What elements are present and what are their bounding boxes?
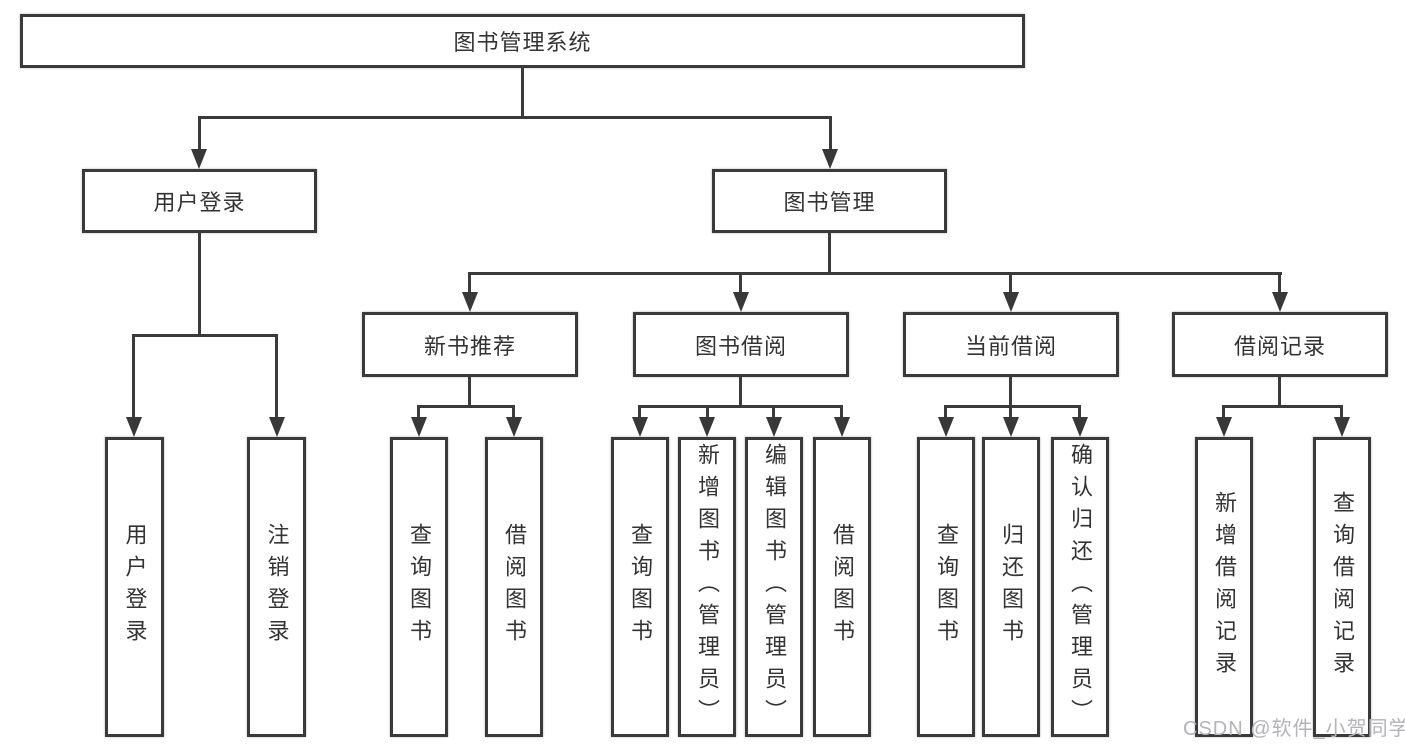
arrow-down-icon: [126, 417, 142, 437]
arrow-down-icon: [1003, 417, 1019, 437]
node-borrowing-records: 借阅记录: [1172, 312, 1388, 377]
leaf-return-books: 归还图书: [982, 437, 1040, 737]
connector-line: [944, 405, 1081, 408]
node-user-login: 用户登录: [82, 169, 317, 233]
connector-line: [275, 334, 278, 418]
connector-line: [829, 116, 832, 149]
connector-line: [828, 233, 831, 274]
connector-line: [468, 272, 471, 294]
connector-line: [468, 377, 471, 407]
connector-line: [1009, 272, 1012, 294]
connector-line: [638, 405, 843, 408]
arrow-down-icon: [632, 417, 648, 437]
leaf-query-books-current: 查询图书: [917, 437, 975, 737]
connector-line: [198, 116, 832, 119]
connector-line: [739, 377, 742, 407]
leaf-borrow-books-recommendation: 借阅图书: [485, 437, 543, 737]
leaf-confirm-return-admin: 确认归还（管理员）: [1051, 437, 1109, 737]
connector-line: [1009, 405, 1012, 419]
connector-line: [739, 272, 742, 294]
node-new-book-recommendation: 新书推荐: [362, 312, 578, 377]
node-book-borrowing: 图书借阅: [633, 312, 849, 377]
arrow-down-icon: [506, 417, 522, 437]
arrow-down-icon: [462, 292, 478, 312]
leaf-query-borrow-record: 查询借阅记录: [1313, 437, 1371, 737]
connector-line: [468, 272, 1282, 275]
connector-line: [417, 405, 515, 408]
arrow-down-icon: [1272, 292, 1288, 312]
connector-line: [772, 405, 775, 419]
arrow-down-icon: [1216, 417, 1232, 437]
leaf-logout: 注销登录: [247, 437, 306, 737]
connector-line: [417, 405, 420, 419]
node-current-borrowing: 当前借阅: [903, 312, 1119, 377]
leaf-user-login: 用户登录: [105, 437, 164, 737]
arrow-down-icon: [1003, 292, 1019, 312]
connector-line: [1340, 405, 1343, 419]
leaf-borrow-books: 借阅图书: [813, 437, 871, 737]
arrow-down-icon: [191, 149, 207, 169]
connector-line: [706, 405, 709, 419]
connector-line: [1009, 377, 1012, 407]
arrow-down-icon: [834, 417, 850, 437]
root-node-library-management-system: 图书管理系统: [20, 14, 1025, 68]
connector-line: [1222, 405, 1225, 419]
connector-line: [1278, 272, 1281, 294]
arrow-down-icon: [766, 417, 782, 437]
connector-line: [512, 405, 515, 419]
connector-line: [1078, 405, 1081, 419]
leaf-query-books-borrowing: 查询图书: [611, 437, 669, 737]
arrow-down-icon: [1334, 417, 1350, 437]
connector-line: [1222, 405, 1343, 408]
connector-line: [132, 334, 278, 337]
leaf-query-books-recommendation: 查询图书: [390, 437, 448, 737]
leaf-add-books-admin: 新增图书（管理员）: [678, 437, 736, 737]
node-book-management: 图书管理: [712, 169, 947, 233]
leaf-edit-books-admin: 编辑图书（管理员）: [745, 437, 803, 737]
arrow-down-icon: [822, 149, 838, 169]
connector-line: [840, 405, 843, 419]
connector-line: [521, 68, 524, 118]
connector-line: [638, 405, 641, 419]
arrow-down-icon: [411, 417, 427, 437]
connector-line: [198, 116, 201, 149]
leaf-add-borrow-record: 新增借阅记录: [1195, 437, 1253, 737]
arrow-down-icon: [938, 417, 954, 437]
connector-line: [132, 334, 135, 418]
connector-line: [944, 405, 947, 419]
arrow-down-icon: [733, 292, 749, 312]
connector-line: [1278, 377, 1281, 407]
arrow-down-icon: [699, 417, 715, 437]
arrow-down-icon: [269, 417, 285, 437]
connector-line: [198, 233, 201, 336]
arrow-down-icon: [1072, 417, 1088, 437]
csdn-watermark: CSDN @软件_小贺同学: [1183, 718, 1405, 740]
